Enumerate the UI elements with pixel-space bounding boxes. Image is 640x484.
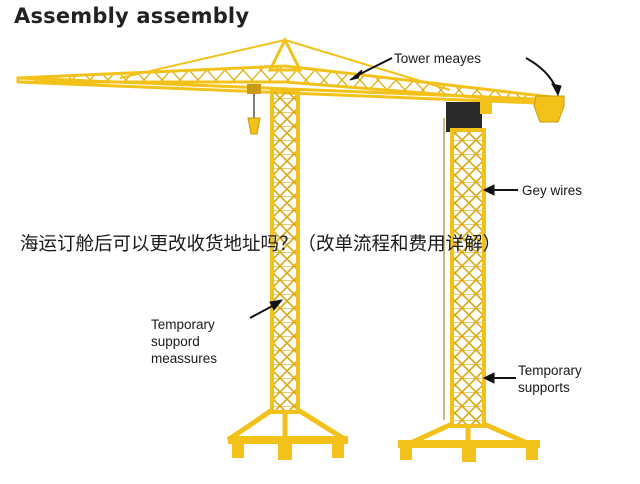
label-gey-wires: Gey wires: [522, 183, 583, 198]
right-crane-cab: [446, 102, 482, 132]
label-temporary-suppord-line3: meassures: [151, 351, 218, 366]
right-crane-counterweight: [533, 95, 565, 123]
left-crane: [16, 36, 562, 460]
label-temporary-supports-line2: supports: [518, 380, 570, 395]
label-temporary-supports-line1: Temporary: [518, 363, 582, 378]
diagram-title: Assembly assembly: [14, 4, 250, 28]
overlay-caption: 海运订舱后可以更改收货地址吗？（改单流程和费用详解）: [20, 234, 502, 255]
label-tower-meayes: Tower meayes: [394, 51, 482, 66]
right-crane-mast: [450, 128, 486, 428]
left-crane-mast: [270, 88, 300, 414]
left-crane-apex: [267, 36, 303, 72]
arrow-tower-meayes: [355, 57, 393, 77]
left-crane-trolley: [247, 84, 261, 94]
label-temporary-suppord-line1: Temporary: [151, 317, 215, 332]
annotation-arrows: [249, 57, 562, 384]
label-temporary-suppord-line2: suppord: [151, 334, 200, 349]
label-temporary-suppord-measures: Temporary suppord meassures: [151, 316, 217, 367]
right-crane: [398, 95, 565, 462]
label-temporary-supports: Temporary supports: [518, 362, 582, 396]
left-crane-base: [226, 407, 348, 455]
